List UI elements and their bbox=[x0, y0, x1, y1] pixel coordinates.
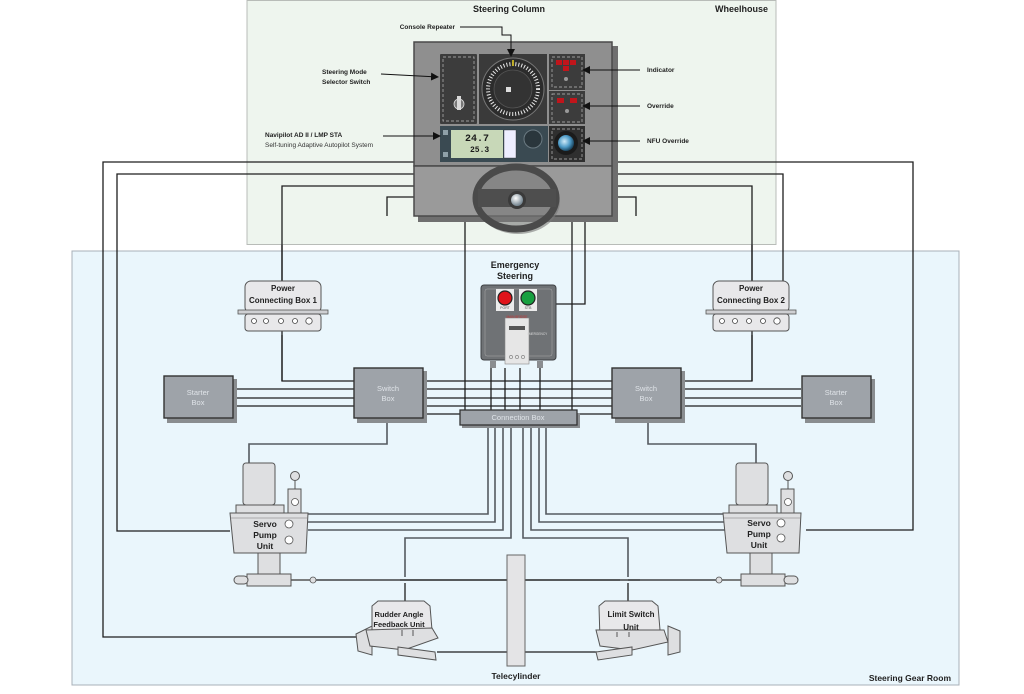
stb-button[interactable] bbox=[520, 290, 536, 306]
override-panel[interactable] bbox=[549, 91, 585, 124]
port-label: PORT bbox=[500, 306, 511, 310]
power-box-1-line2: Connecting Box 1 bbox=[249, 296, 318, 305]
power-box-2-line1: Power bbox=[739, 284, 763, 293]
switch-box-left: Switch Box bbox=[353, 367, 427, 423]
servo-right-line1: Servo bbox=[747, 518, 771, 528]
wheelhouse-title: Wheelhouse bbox=[715, 4, 768, 14]
main-bridge-label: MAIN BRIDGE bbox=[506, 315, 527, 319]
starter-box-right-line2: Box bbox=[830, 398, 843, 407]
switch-box-right-line1: Switch bbox=[635, 384, 657, 393]
emergency-switch-label: EMERGENCY bbox=[527, 332, 548, 336]
navipilot-autopilot-unit[interactable]: 24.7 25.3 bbox=[440, 126, 548, 162]
servo-left-line1: Servo bbox=[253, 519, 277, 529]
telecylinder-label: Telecylinder bbox=[492, 671, 542, 681]
servo-pump-unit-right: Servo Pump Unit bbox=[715, 462, 802, 587]
rudder-feedback-line2: Feedback Unit bbox=[373, 620, 425, 629]
navipilot-label-line1: Navipilot AD II / LMP STA bbox=[265, 132, 342, 139]
telecylinder-bar bbox=[506, 554, 526, 667]
indicator-panel bbox=[549, 54, 585, 90]
switch-box-left-line2: Box bbox=[382, 394, 395, 403]
servo-right-line2: Pump bbox=[747, 529, 771, 539]
starter-box-left-line2: Box bbox=[192, 398, 205, 407]
emergency-mode-switch[interactable] bbox=[504, 317, 530, 365]
stb-label: STB bbox=[525, 306, 532, 310]
connection-box: Connection Box bbox=[459, 409, 580, 428]
starter-box-right-line1: Starter bbox=[825, 388, 848, 397]
emergency-title-line1: Emergency bbox=[491, 260, 540, 270]
emergency-steering-panel: PORT STB MAIN BRIDGE EMERGENCY bbox=[480, 284, 557, 368]
nfu-override-knob[interactable] bbox=[549, 126, 585, 162]
rudder-feedback-line1: Rudder Angle bbox=[375, 610, 424, 619]
power-box-1-line1: Power bbox=[271, 284, 295, 293]
emergency-title-line2: Steering bbox=[497, 271, 533, 281]
console-repeater bbox=[479, 54, 547, 124]
starter-box-left: Starter Box bbox=[163, 375, 237, 423]
starter-box-right: Starter Box bbox=[801, 375, 875, 423]
power-box-2-line2: Connecting Box 2 bbox=[717, 296, 786, 305]
steering-mode-label-line1: Steering Mode bbox=[322, 69, 367, 76]
starter-box-left-line1: Starter bbox=[187, 388, 210, 397]
servo-left-line2: Pump bbox=[253, 530, 277, 540]
steering-gear-room-title: Steering Gear Room bbox=[869, 673, 952, 683]
steering-wheel[interactable] bbox=[472, 163, 560, 234]
override-label: Override bbox=[647, 103, 674, 110]
indicator-label: Indicator bbox=[647, 67, 675, 74]
connection-box-label: Connection Box bbox=[492, 413, 545, 422]
autopilot-second-readout: 25.3 bbox=[470, 146, 489, 155]
limit-switch-line1: Limit Switch bbox=[607, 610, 654, 619]
console-repeater-pointer bbox=[460, 26, 515, 57]
steering-mode-label-line2: Selector Switch bbox=[322, 79, 370, 86]
steering-column: 24.7 25.3 bbox=[413, 41, 618, 234]
switch-box-right-line2: Box bbox=[640, 394, 653, 403]
steering-column-title: Steering Column bbox=[473, 4, 545, 14]
power-connecting-box-1: Power Connecting Box 1 bbox=[237, 280, 329, 332]
servo-left-line3: Unit bbox=[257, 541, 274, 551]
steering-mode-selector-switch[interactable] bbox=[440, 54, 477, 124]
switch-box-left-line1: Switch bbox=[377, 384, 399, 393]
steering-mode-pointer bbox=[380, 72, 439, 81]
limit-switch-line2: Unit bbox=[623, 623, 639, 632]
port-button[interactable] bbox=[497, 290, 513, 306]
servo-pump-unit-left: Servo Pump Unit bbox=[229, 462, 317, 587]
power-connecting-box-2: Power Connecting Box 2 bbox=[705, 280, 797, 332]
limit-switch-unit: Limit Switch Unit bbox=[595, 600, 681, 661]
console-repeater-label: Console Repeater bbox=[400, 24, 456, 31]
rudder-angle-feedback-unit: Rudder Angle Feedback Unit bbox=[355, 600, 439, 661]
servo-right-line3: Unit bbox=[751, 540, 768, 550]
nfu-override-label: NFU Override bbox=[647, 138, 689, 145]
navipilot-label-line2: Self-tuning Adaptive Autopilot System bbox=[265, 142, 373, 149]
autopilot-heading-readout: 24.7 bbox=[465, 134, 489, 145]
switch-box-right: Switch Box bbox=[611, 367, 685, 423]
